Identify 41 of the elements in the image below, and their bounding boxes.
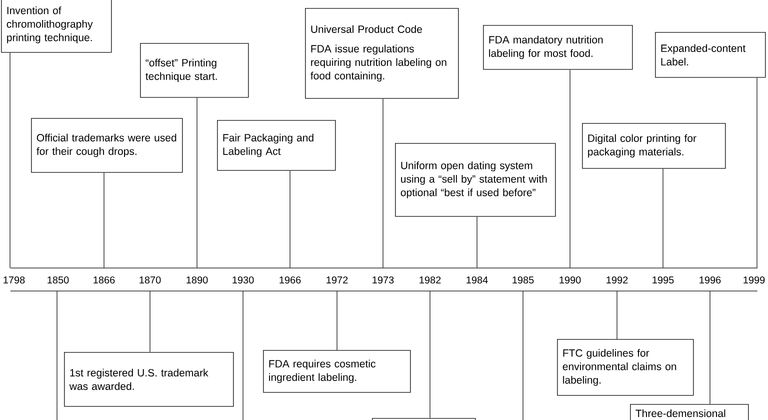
year-label: 1996 [700,276,721,284]
event-box: Digital color printing for packaging materials. [582,123,726,169]
event-box: FDA mandatory nutrition labeling for most food. [483,25,633,70]
event-box: 1st registered U.S. trademark was awarded. [64,352,234,407]
year-label: 1990 [560,276,581,284]
connector-line [382,98,384,268]
event-box: Expanded-content Label. [655,32,766,78]
event-box: Three-demensional [630,404,749,420]
event-box: Fair Packaging and Labeling Act [217,120,336,171]
year-label: 1890 [186,276,208,284]
connector-line [476,216,478,268]
year-label: 1999 [744,276,765,284]
event-box: Uniform open dating system using a “sell by” statement with optional “best if used before” [395,143,556,217]
event-box: FDA requires cosmetic ingredient labeling. [263,350,411,393]
connector-line [662,168,664,268]
year-label: 1992 [606,276,628,284]
event-box: FTC guidelines for environmental claims on labeling. [557,339,694,396]
year-label: 1850 [48,276,69,284]
year-label: 1982 [420,276,441,284]
event-box: Invention of chromolithography printing technique. [1,0,112,53]
connector-line [336,290,338,350]
connector-line [196,97,198,268]
connector-line [242,290,244,420]
connector-line [56,290,58,420]
year-label: 1984 [466,276,488,284]
timeline-axis [10,290,758,292]
event-box: Universal Product Code FDA issue regulations requiring nutrition labeling on food containing. [305,8,459,99]
year-label: 1995 [652,276,674,284]
year-label: 1930 [232,276,254,284]
year-label: 1798 [4,276,25,284]
event-box: “offset” Printing technique start. [140,43,249,98]
connector-line [616,290,618,340]
year-label: 1870 [140,276,161,284]
year-label: 1866 [94,276,115,284]
year-label: 1985 [512,276,534,284]
year-label: 1966 [280,276,301,284]
year-label: 1973 [372,276,394,284]
connector-line [756,77,758,268]
event-box: Official trademarks were used for their cough drops. [31,118,183,173]
year-label: 1972 [326,276,348,284]
connector-line [522,290,524,420]
